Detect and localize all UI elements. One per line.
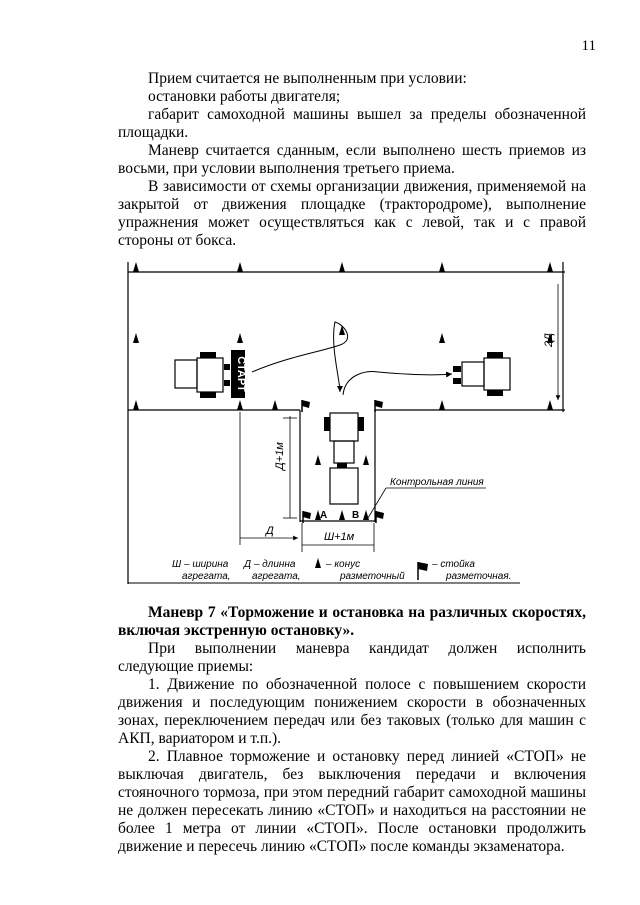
legend-post-line1: – стойка [431, 559, 475, 570]
list-item: 1. Движение по обозначенной полосе с пов… [118, 676, 586, 747]
paragraph: габарит самоходной машины вышел за преде… [118, 106, 586, 141]
path-exit-box [342, 371, 453, 396]
cone-icon [133, 400, 139, 410]
dim-w1m-label: Ш+1м [324, 531, 355, 543]
cone-icon [547, 262, 553, 272]
cone-icon [363, 510, 369, 520]
tractor-end-icon [453, 352, 511, 396]
top-text: Прием считается не выполненным при услов… [118, 70, 586, 250]
tractor-in-box-icon [324, 412, 364, 505]
paragraph: В зависимости от схемы организации движе… [118, 178, 586, 249]
legend-cone-line2: разметочный [339, 571, 405, 582]
cone-icon [439, 400, 445, 410]
section-heading: Маневр 7 «Торможение и остановка на разл… [118, 604, 586, 639]
cone-icon [547, 400, 553, 410]
paragraph: Прием считается не выполненным при услов… [148, 70, 467, 87]
point-a-label: А [320, 510, 327, 521]
tractor-start-icon [174, 352, 230, 398]
legend-post-line2: разметочная. [445, 571, 511, 582]
legend-d-line1: Д – длинна [243, 559, 296, 570]
control-line-label: Контрольная линия [390, 477, 484, 488]
cone-icon [363, 455, 369, 465]
paragraph: При выполнении маневра кандидат должен и… [118, 640, 586, 675]
list-item: 2. Плавное торможение и остановку перед … [118, 748, 586, 855]
cone-icon [272, 400, 278, 410]
legend-post-icon [417, 562, 428, 580]
cone-icon [237, 262, 243, 272]
dim-d1m-label: Д+1м [274, 442, 286, 472]
dim-d-label: Д [264, 525, 274, 537]
cone-icon [439, 333, 445, 343]
post-marker-icon [302, 511, 311, 523]
cone-icon [339, 262, 345, 272]
page-number: 11 [581, 38, 596, 54]
path-to-box [251, 321, 349, 393]
paragraph: Маневр считается сданным, если выполнено… [118, 142, 586, 177]
cone-icon [339, 510, 345, 520]
cone-icon [133, 333, 139, 343]
cone-icon [237, 333, 243, 343]
paragraph: остановки работы двигателя; [148, 88, 341, 105]
start-label: СТАРТ [235, 356, 247, 392]
dim-2d-label: 2Д [543, 333, 555, 348]
post-marker-icon [374, 400, 383, 412]
cone-icon [315, 455, 321, 465]
cone-icon [439, 262, 445, 272]
point-b-label: В [352, 510, 359, 521]
legend-cone-line1: – конус [325, 559, 360, 570]
legend-w-line2: агрегата, [182, 571, 231, 582]
bottom-text: Маневр 7 «Торможение и остановка на разл… [118, 604, 586, 856]
cone-icon [237, 400, 243, 410]
cone-icon [133, 262, 139, 272]
post-marker-icon [301, 400, 310, 412]
start-badge [231, 350, 245, 398]
post-marker-icon [375, 511, 384, 523]
legend-d-line2: агрегата, [252, 571, 301, 582]
legend-cone-icon [315, 558, 321, 568]
legend-w-line1: Ш – ширина [172, 559, 229, 570]
